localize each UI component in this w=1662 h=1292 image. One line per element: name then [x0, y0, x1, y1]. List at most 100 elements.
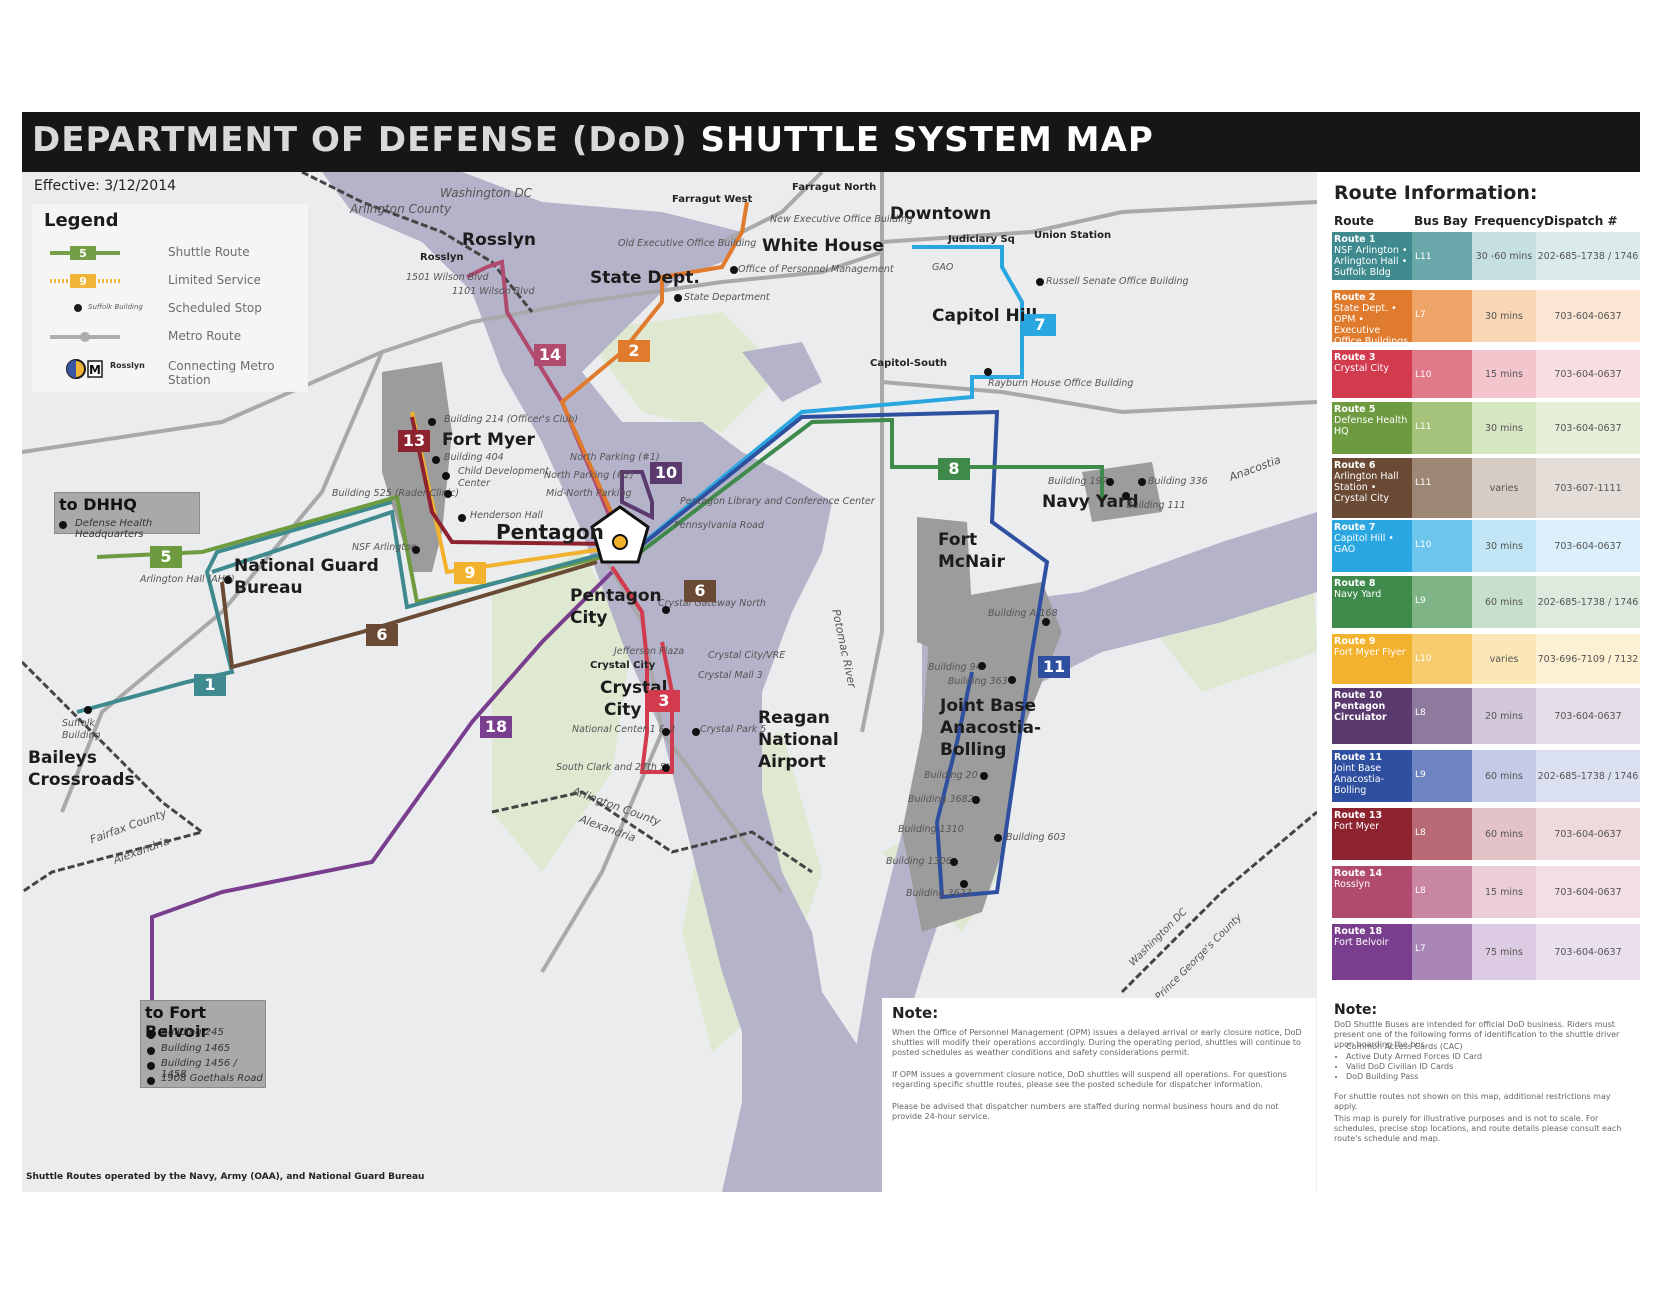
- stop-bldg-214[interactable]: Building 214 (Officer's Club): [444, 414, 578, 425]
- stop-dot-icon[interactable]: [428, 418, 436, 426]
- route-8-badge[interactable]: 8: [938, 458, 970, 480]
- stop-bldg-3682[interactable]: Building 3682: [908, 794, 974, 805]
- route-2-badge[interactable]: 2: [618, 340, 650, 362]
- stop-opm[interactable]: Office of Personnel Management: [738, 264, 894, 275]
- stop-child-dev-1[interactable]: Child Development: [458, 466, 549, 477]
- metro-judiciary-sq[interactable]: Judiciary Sq: [948, 234, 1015, 245]
- stop-mid-north[interactable]: Mid-North Parking: [546, 488, 632, 499]
- route-18-badge[interactable]: 18: [480, 716, 512, 738]
- route-9-badge[interactable]: 9: [454, 562, 486, 584]
- route-13-badge[interactable]: 13: [398, 430, 430, 452]
- stop-dot-icon[interactable]: [950, 858, 958, 866]
- stop-dot-icon[interactable]: [972, 796, 980, 804]
- dhhq-box[interactable]: to DHHQ Defense Health Headquarters: [54, 492, 200, 540]
- metro-capitol-south[interactable]: Capitol-South: [870, 358, 947, 369]
- stop-gao[interactable]: GAO: [932, 262, 954, 273]
- stop-south-clark[interactable]: South Clark and 27th St: [556, 762, 670, 773]
- stop-crystal-park[interactable]: Crystal Park 5: [700, 724, 767, 735]
- stop-old-executive[interactable]: Old Executive Office Building: [618, 238, 757, 249]
- stop-bldg-404[interactable]: Building 404: [444, 452, 504, 463]
- stop-new-executive[interactable]: New Executive Office Building: [770, 214, 913, 225]
- stop-dot-icon[interactable]: [662, 764, 670, 772]
- stop-pentagon-library[interactable]: Pentagon Library and Conference Center: [680, 496, 875, 507]
- stop-dot-icon[interactable]: [674, 294, 682, 302]
- stop-wilson-1101[interactable]: 1101 Wilson Blvd: [452, 286, 535, 297]
- stop-dot-icon[interactable]: [1042, 618, 1050, 626]
- stop-bldg-1310[interactable]: Building 1310: [898, 824, 964, 835]
- stop-bldg-197[interactable]: Building 197: [1048, 476, 1108, 487]
- stop-dot-icon[interactable]: [432, 456, 440, 464]
- route-7-badge[interactable]: 7: [1024, 314, 1056, 336]
- route-5-badge[interactable]: 5: [150, 546, 182, 568]
- belvoir-box[interactable]: to Fort Belvoir Building 245 Building 14…: [140, 1000, 266, 1088]
- stop-state-department[interactable]: State Department: [684, 292, 770, 303]
- stop-bldg-20[interactable]: Building 20: [924, 770, 978, 781]
- stop-dot-icon[interactable]: [730, 266, 738, 274]
- stop-dot-icon[interactable]: [662, 606, 670, 614]
- stop-dot-icon[interactable]: [458, 514, 466, 522]
- metro-crystal-city[interactable]: Crystal City: [590, 660, 656, 671]
- stop-bldg-1306[interactable]: Building 1306: [886, 856, 952, 867]
- stop-suffolk-2[interactable]: Building: [62, 730, 101, 741]
- metro-union-station[interactable]: Union Station: [1034, 230, 1112, 241]
- stop-rayburn[interactable]: Rayburn House Office Building: [988, 378, 1134, 389]
- stop-dot-icon[interactable]: [994, 834, 1002, 842]
- stop-crystal-gateway[interactable]: Crystal Gateway North: [658, 598, 766, 609]
- stop-arlington-hall[interactable]: Arlington Hall (AHS): [140, 574, 235, 585]
- stop-dot-icon[interactable]: [960, 880, 968, 888]
- metro-rosslyn[interactable]: Rosslyn: [420, 252, 464, 263]
- stop-north-parking-2[interactable]: North Parking (#2): [544, 470, 634, 481]
- route-6-badge-b[interactable]: 6: [366, 624, 398, 646]
- route-11-badge[interactable]: 11: [1038, 656, 1070, 678]
- stop-dot-icon[interactable]: [442, 472, 450, 480]
- route-1-badge[interactable]: 1: [194, 674, 226, 696]
- stop-dot-icon[interactable]: [84, 706, 92, 714]
- route-3-badge[interactable]: 3: [648, 690, 680, 712]
- system-map[interactable]: Effective: 3/12/2014 Legend 5 Shuttle Ro…: [22, 172, 1317, 1192]
- stop-dot-icon[interactable]: [984, 368, 992, 376]
- stop-bldg-525[interactable]: Building 525 (Rader Clinic): [332, 488, 460, 499]
- stop-dot-icon[interactable]: [1036, 278, 1044, 286]
- stop-jefferson-plaza[interactable]: Jefferson Plaza: [614, 646, 685, 657]
- stop-dot-icon[interactable]: [412, 546, 420, 554]
- stop-dot-icon[interactable]: [224, 576, 232, 584]
- stop-dot-icon[interactable]: [1008, 676, 1016, 684]
- route-10-badge[interactable]: 10: [650, 462, 682, 484]
- stop-nsf-arlington[interactable]: NSF Arlington: [352, 542, 417, 553]
- stop-bldg-603[interactable]: Building 603: [1006, 832, 1066, 843]
- stop-dot-icon[interactable]: [980, 772, 988, 780]
- stop-bldg-111[interactable]: Building 111: [1126, 500, 1186, 511]
- stop-suffolk-1[interactable]: Suffolk: [62, 718, 95, 729]
- stop-russell[interactable]: Russell Senate Office Building: [1046, 276, 1189, 287]
- stop-dot-icon[interactable]: [978, 662, 986, 670]
- stop-dot-icon[interactable]: [662, 728, 670, 736]
- stop-pennsylvania[interactable]: Pennsylvania Road: [674, 520, 765, 531]
- stop-crystal-mall[interactable]: Crystal Mall 3: [698, 670, 763, 681]
- stop-crystal-vre[interactable]: Crystal City/VRE: [708, 650, 786, 661]
- stop-henderson[interactable]: Henderson Hall: [470, 510, 543, 521]
- stop-national-center[interactable]: National Center 1 & 2: [572, 724, 676, 735]
- stop-bldg-94[interactable]: Building 94: [928, 662, 982, 673]
- stop-bldg-3623[interactable]: Building 3623: [906, 888, 972, 899]
- stop-dot-icon[interactable]: [692, 728, 700, 736]
- stop-bldg-a168[interactable]: Building A-168: [988, 608, 1058, 619]
- stop-north-parking-1[interactable]: North Parking (#1): [570, 452, 660, 463]
- stop-bldg-336[interactable]: Building 336: [1148, 476, 1208, 487]
- metro-farragut-north[interactable]: Farragut North: [792, 182, 877, 193]
- stop-dot-icon[interactable]: [1122, 492, 1130, 500]
- stop-dot-icon[interactable]: [1138, 478, 1146, 486]
- route-6-badge[interactable]: 6: [684, 580, 716, 602]
- stop-dot-icon[interactable]: [1106, 478, 1114, 486]
